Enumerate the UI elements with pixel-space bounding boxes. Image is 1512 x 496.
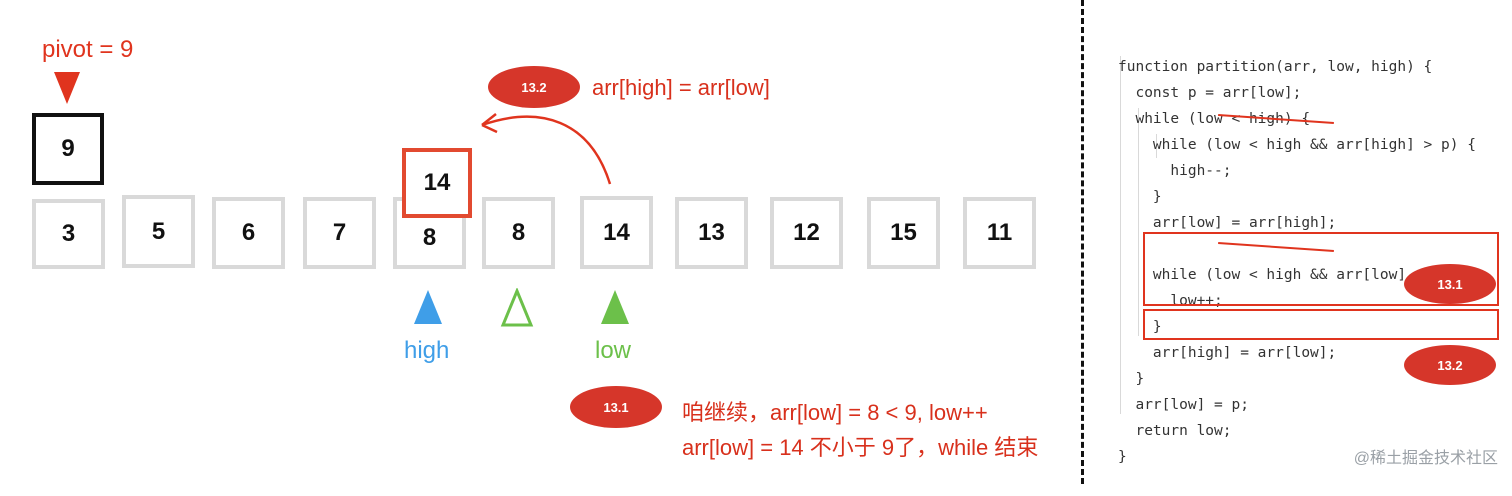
array-cell: 5 [122, 195, 195, 268]
indent-guide [1138, 108, 1139, 336]
code-badge-13-2: 13.2 [1404, 345, 1496, 385]
code-line: } [1118, 449, 1127, 465]
pivot-arrow [54, 72, 80, 104]
array-cell: 12 [770, 197, 843, 269]
array-cell: 11 [963, 197, 1036, 269]
indent-guide [1156, 134, 1157, 158]
step-13-1-line1: 咱继续，arr[low] = 8 < 9, low++ [682, 400, 988, 425]
high-pointer-label: high [404, 337, 450, 364]
move-arrow-icon [481, 113, 612, 185]
code-line: while (low < high) { [1118, 111, 1311, 127]
step-13-1-line2: arr[low] = 14 不小于 9了，while 结束 [682, 435, 1039, 460]
pivot-label: pivot = 9 [42, 36, 134, 63]
highlight-inner-while-low [1143, 232, 1499, 306]
code-line: } [1118, 189, 1162, 205]
array-cell: 8 [482, 197, 555, 269]
code-badge-13-1: 13.1 [1404, 264, 1496, 304]
step-13-2-badge: 13.2 [488, 66, 580, 108]
array-cell: 14 [580, 196, 653, 269]
array-cell: 7 [303, 197, 376, 269]
indent-guide [1120, 56, 1121, 414]
code-line: } [1118, 319, 1162, 335]
step-13-2-text: arr[high] = arr[low] [592, 75, 770, 100]
code-line: } [1118, 371, 1145, 387]
highlight-assign-high [1143, 309, 1499, 340]
step-13-1-badge: 13.1 [570, 386, 662, 428]
panel-divider [1081, 0, 1084, 484]
array-cell: 13 [675, 197, 748, 269]
array-cell: 6 [212, 197, 285, 269]
low-pointer-label: low [595, 337, 632, 364]
code-block: function partition(arr, low, high) { con… [1118, 28, 1476, 496]
code-line: high--; [1118, 163, 1232, 179]
code-line: arr[low] = arr[high]; [1118, 215, 1337, 231]
code-line: arr[low] = p; [1118, 397, 1249, 413]
code-line: const p = arr[low]; [1118, 85, 1302, 101]
array-cell: 3 [32, 199, 105, 269]
pivot-box: 9 [32, 113, 104, 185]
moved-value-box: 14 [402, 148, 472, 218]
watermark: @稀土掘金技术社区 [1353, 450, 1498, 467]
code-line: arr[high] = arr[low]; [1118, 345, 1337, 361]
array-cell: 15 [867, 197, 940, 269]
low-pointer-icon [601, 290, 629, 324]
code-line: return low; [1118, 423, 1232, 439]
code-line: function partition(arr, low, high) { [1118, 59, 1433, 75]
previous-low-pointer-icon [500, 288, 534, 327]
code-line: while (low < high && arr[high] > p) { [1118, 137, 1476, 153]
high-pointer-icon [414, 290, 442, 324]
